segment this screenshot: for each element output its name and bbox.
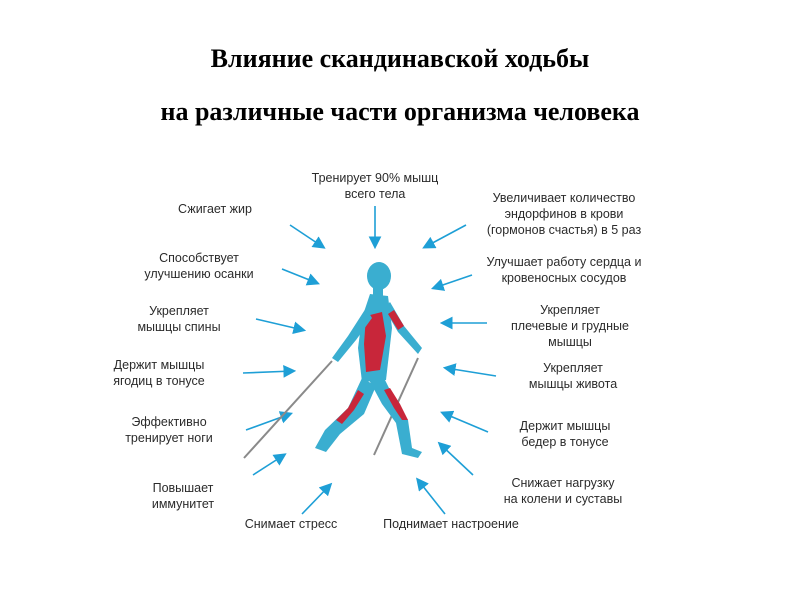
label-line: улучшению осанки — [144, 267, 254, 281]
label-thighs: Держит мышцы бедер в тонусе — [490, 418, 640, 450]
label-line: Повышает — [152, 481, 214, 495]
label-line: Снимает стресс — [244, 517, 338, 530]
slide-title-line-2: на различные части организма человека — [160, 97, 640, 126]
label-burns-fat: Сжигает жир — [140, 201, 290, 217]
arrow — [430, 274, 473, 291]
arrows-layer — [242, 206, 497, 515]
arrow — [281, 268, 320, 286]
label-line: бедер в тонусе — [521, 435, 609, 449]
label-line: Эффективно — [131, 415, 207, 429]
label-line: мышцы — [548, 335, 592, 349]
label-mood: Поднимает настроение — [366, 516, 536, 530]
label-trains-muscles: Тренирует 90% мышц всего тела — [300, 170, 450, 202]
label-back-muscles: Укрепляет мышцы спины — [104, 303, 254, 335]
label-glutes: Держит мышцы ягодиц в тонусе — [100, 357, 234, 389]
front-leg-muscle — [384, 388, 408, 420]
label-line: Снижает нагрузку — [511, 476, 615, 490]
arrow — [242, 364, 297, 378]
arrow — [416, 477, 446, 515]
label-line: Держит мышцы — [519, 419, 611, 433]
label-immunity: Повышает иммунитет — [108, 480, 258, 512]
front-leg — [368, 374, 422, 458]
arrow — [255, 318, 307, 335]
label-line: кровеносных сосудов — [501, 271, 627, 285]
arrow — [442, 363, 497, 377]
arrow — [289, 224, 326, 249]
arrow — [245, 411, 294, 431]
label-line: мышцы живота — [528, 377, 618, 391]
arrow — [440, 410, 489, 433]
left-pole — [243, 360, 333, 459]
label-legs: Эффективно тренирует ноги — [100, 414, 244, 446]
label-line: ягодиц в тонусе — [113, 374, 205, 388]
nordic-walking-infographic: Тренирует 90% мышц всего тела Сжигает жи… — [100, 168, 656, 530]
label-line: Поднимает настроение — [383, 517, 519, 530]
label-line: Укрепляет — [540, 303, 600, 317]
label-line: мышцы спины — [137, 320, 221, 334]
label-line: эндорфинов в крови — [504, 207, 624, 221]
label-line: Увеличивает количество — [492, 191, 636, 205]
slide-title-line-1: Влияние скандинавской ходьбы — [210, 44, 590, 73]
arrow — [252, 453, 287, 476]
front-arm-muscle — [388, 310, 404, 330]
label-line: иммунитет — [151, 497, 215, 511]
arrow — [437, 441, 474, 476]
label-line: Сжигает жир — [178, 202, 252, 216]
label-line: Способствует — [159, 251, 239, 265]
label-line: Укрепляет — [149, 304, 209, 318]
arrow — [422, 224, 467, 249]
walker-figure — [243, 262, 422, 459]
label-heart-vessels: Улучшает работу сердца и кровеносных сос… — [472, 254, 656, 286]
back-arm — [332, 308, 372, 362]
neck — [373, 286, 383, 298]
label-knees-joints: Снижает нагрузку на колени и суставы — [478, 475, 648, 507]
label-line: Улучшает работу сердца и — [486, 255, 642, 269]
label-stress-relief: Снимает стресс — [216, 516, 366, 530]
arrow — [301, 482, 333, 515]
label-line: на колени и суставы — [503, 492, 623, 506]
label-abs: Укрепляет мышцы живота — [498, 360, 648, 392]
label-line: Тренирует 90% мышц — [311, 171, 439, 185]
label-endorphins: Увеличивает количество эндорфинов в кров… — [472, 190, 656, 238]
label-shoulder-chest: Укрепляет плечевые и грудные мышцы — [495, 302, 645, 350]
label-line: плечевые и грудные — [511, 319, 629, 333]
label-line: (гормонов счастья) в 5 раз — [486, 223, 642, 237]
label-line: Держит мышцы — [113, 358, 205, 372]
head — [367, 262, 391, 290]
back-leg-muscle — [336, 390, 364, 424]
label-line: всего тела — [344, 187, 406, 201]
label-line: тренирует ноги — [125, 431, 213, 445]
label-line: Укрепляет — [543, 361, 603, 375]
label-posture: Способствует улучшению осанки — [124, 250, 274, 282]
torso-muscle — [364, 312, 386, 372]
